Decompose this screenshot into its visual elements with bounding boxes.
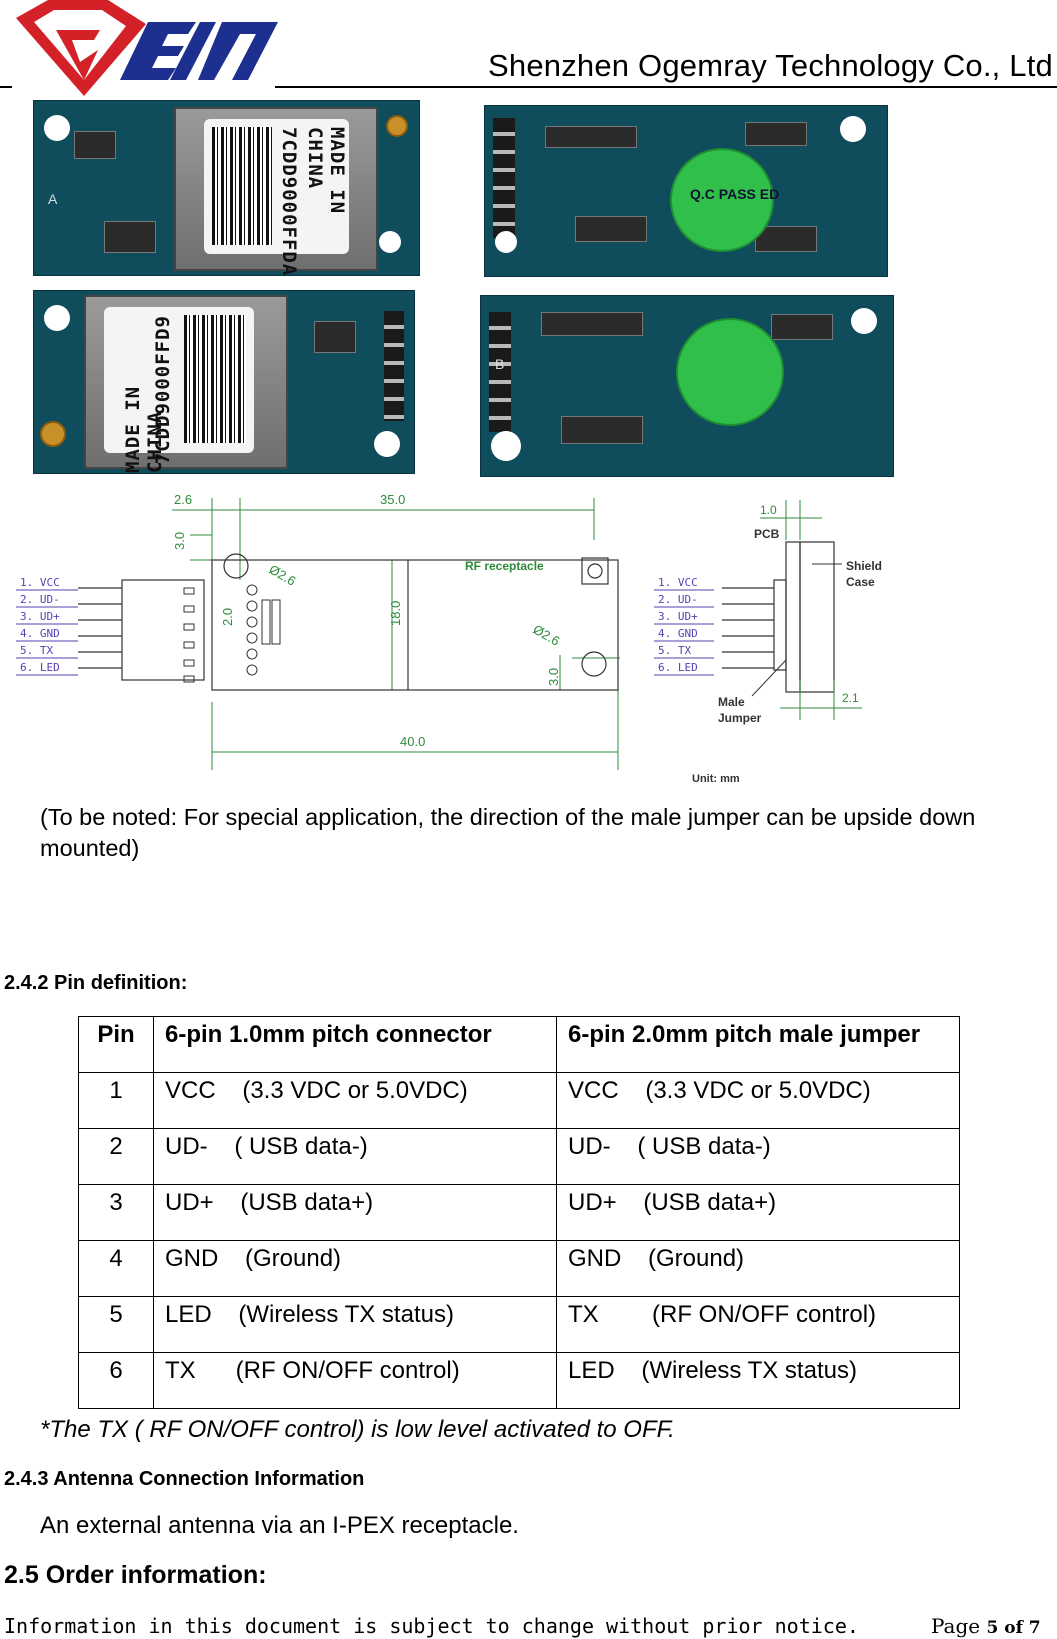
header-rule	[275, 86, 1057, 88]
side-marker-a: A	[48, 191, 58, 207]
case-label: Case	[846, 575, 875, 589]
table-row: 3 UD+ (USB data+) UD+ (USB data+)	[78, 1184, 960, 1241]
side-pin-label-2: 2. UD-	[658, 593, 698, 606]
table-header-row: Pin 6-pin 1.0mm pitch connector 6-pin 2.…	[78, 1016, 960, 1073]
table-cell: VCC (3.3 VDC or 5.0VDC)	[153, 1072, 557, 1129]
side-pin-label-6: 6. LED	[658, 661, 698, 674]
table-row: 1 VCC (3.3 VDC or 5.0VDC) VCC (3.3 VDC o…	[78, 1072, 960, 1129]
company-logo	[8, 0, 278, 98]
table-row: 6 TX (RF ON/OFF control) LED (Wireless T…	[78, 1352, 960, 1409]
table-cell: 5	[78, 1296, 154, 1353]
table-header: 6-pin 1.0mm pitch connector	[153, 1016, 557, 1073]
dim-left: 3.0	[172, 532, 187, 550]
module-label-id: 7CDD9000FFDA	[278, 127, 300, 276]
table-cell: UD- ( USB data-)	[556, 1128, 960, 1185]
table-cell: VCC (3.3 VDC or 5.0VDC)	[556, 1072, 960, 1129]
pin-label-2: 2. UD-	[20, 593, 60, 606]
pin-label-1: 1. VCC	[20, 576, 60, 589]
side-pin-label-3: 3. UD+	[658, 610, 698, 623]
side-dim-top: 1.0	[760, 503, 777, 517]
table-cell: UD+ (USB data+)	[153, 1184, 557, 1241]
pcb-label: PCB	[754, 527, 780, 541]
table-cell: TX (RF ON/OFF control)	[556, 1296, 960, 1353]
dim-top-left: 2.6	[174, 492, 192, 507]
table-cell: GND (Ground)	[556, 1240, 960, 1297]
unit-label: Unit: mm	[692, 773, 740, 785]
dim-height: 18.0	[388, 601, 403, 626]
table-row: 2 UD- ( USB data-) UD- ( USB data-)	[78, 1128, 960, 1185]
pin-label-4: 4. GND	[20, 627, 60, 640]
page-number: Page 5 of 7	[931, 1614, 1041, 1638]
male-label: Male	[718, 695, 745, 709]
table-cell: 3	[78, 1184, 154, 1241]
pin-label-3: 3. UD+	[20, 610, 60, 623]
dim-hole-2: Ø2.6	[531, 622, 563, 649]
rf-receptacle-label: RF receptacle	[465, 559, 544, 573]
table-row: 5 LED (Wireless TX status) TX (RF ON/OFF…	[78, 1296, 960, 1353]
side-pin-label-5: 5. TX	[658, 644, 691, 657]
table-cell: LED (Wireless TX status)	[556, 1352, 960, 1409]
module-label-origin: MADE IN CHINA	[304, 127, 348, 215]
table-cell: 1	[78, 1072, 154, 1129]
table-cell: 6	[78, 1352, 154, 1409]
dim-bottom-right: 3.0	[546, 668, 561, 686]
drawing-caption: (To be noted: For special application, t…	[40, 804, 976, 861]
table-header: 6-pin 2.0mm pitch male jumper	[556, 1016, 960, 1073]
mechanical-drawing: 2.6 35.0 3.0 Ø2.6 2.0 18.0 Ø2.6 3.0 40.0…	[16, 492, 882, 785]
side-pin-label-4: 4. GND	[658, 627, 698, 640]
page-label: Page	[931, 1614, 987, 1638]
logo-graphic	[16, 0, 278, 96]
table-cell: GND (Ground)	[153, 1240, 557, 1297]
dim-top: 35.0	[380, 492, 405, 507]
side-marker-b: B	[495, 356, 505, 372]
header-rule-left	[0, 86, 12, 88]
table-cell: UD- ( USB data-)	[153, 1128, 557, 1185]
module-photo-back-bottom: B	[480, 295, 894, 477]
company-name: Shenzhen Ogemray Technology Co., Ltd	[488, 48, 1053, 83]
table-cell: 4	[78, 1240, 154, 1297]
section-heading-antenna: 2.4.3 Antenna Connection Information	[4, 1468, 365, 1490]
table-cell: 2	[78, 1128, 154, 1185]
dim-bottom: 40.0	[400, 734, 425, 749]
table-cell: TX (RF ON/OFF control)	[153, 1352, 557, 1409]
module-photo-front-top: 7CDD9000FFDA MADE IN CHINA A	[33, 100, 420, 276]
module-photo-front-bottom: MADE IN CHINA 7CDD9000FFD9	[33, 290, 415, 474]
table-row: 4 GND (Ground) GND (Ground)	[78, 1240, 960, 1297]
footer-notice: Information in this document is subject …	[4, 1614, 859, 1638]
page-count: 5 of 7	[986, 1618, 1041, 1638]
qc-sticker-text: Q.C PASS ED	[690, 186, 780, 202]
shield-label: Shield	[846, 559, 882, 573]
tx-note: *The TX ( RF ON/OFF control) is low leve…	[40, 1416, 675, 1443]
pin-label-5: 5. TX	[20, 644, 53, 657]
dim-hole: Ø2.6	[267, 562, 299, 589]
module-photo-back-top: Q.C PASS ED	[484, 105, 888, 277]
pin-definition-table: Pin 6-pin 1.0mm pitch connector 6-pin 2.…	[78, 1016, 960, 1409]
antenna-text: An external antenna via an I-PEX recepta…	[40, 1512, 519, 1539]
pin-label-6: 6. LED	[20, 661, 60, 674]
section-heading-order: 2.5 Order information:	[4, 1561, 267, 1589]
dim-pitch: 2.0	[220, 608, 235, 626]
section-heading-pin-definition: 2.4.2 Pin definition:	[4, 972, 188, 994]
table-cell: LED (Wireless TX status)	[153, 1296, 557, 1353]
side-pin-label-1: 1. VCC	[658, 576, 698, 589]
side-dim-bottom: 2.1	[842, 691, 859, 705]
table-header: Pin	[78, 1016, 154, 1073]
table-cell: UD+ (USB data+)	[556, 1184, 960, 1241]
module-label-id-b: 7CDD9000FFD9	[152, 315, 174, 465]
jumper-label: Jumper	[718, 711, 762, 725]
